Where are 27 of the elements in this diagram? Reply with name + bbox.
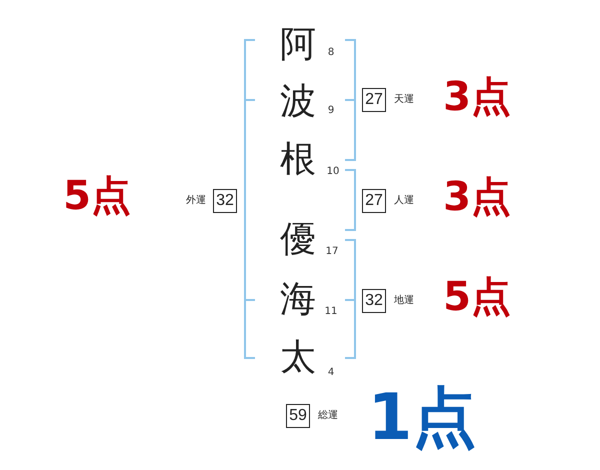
fortune-label: 人運 [394, 196, 414, 206]
fortune-label: 総運 [318, 411, 338, 421]
score-text: 1点 [368, 386, 476, 450]
score-text: 5点 [63, 176, 131, 216]
score-text: 3点 [443, 177, 511, 217]
score-text: 3点 [443, 77, 511, 117]
number-box: 27 [362, 189, 386, 213]
name-character: 優 [280, 222, 316, 258]
name-character: 波 [280, 84, 316, 120]
stroke-count: 10 [326, 167, 340, 177]
number-box: 27 [362, 88, 386, 112]
stroke-count: 8 [328, 48, 334, 58]
score-text: 5点 [443, 277, 511, 317]
stroke-count: 4 [328, 368, 334, 378]
stroke-count: 11 [324, 307, 338, 317]
name-character: 太 [280, 340, 316, 376]
fortune-label: 天運 [394, 95, 414, 105]
number-box: 32 [362, 289, 386, 313]
fortune-label: 外運 [186, 196, 206, 206]
stroke-count: 9 [328, 106, 334, 116]
name-character: 根 [280, 142, 316, 178]
name-character: 海 [280, 282, 316, 318]
name-character: 阿 [280, 27, 316, 63]
fortune-label: 地運 [394, 296, 414, 306]
number-box: 59 [286, 404, 310, 428]
number-box: 32 [213, 189, 237, 213]
stroke-count: 17 [326, 247, 338, 257]
